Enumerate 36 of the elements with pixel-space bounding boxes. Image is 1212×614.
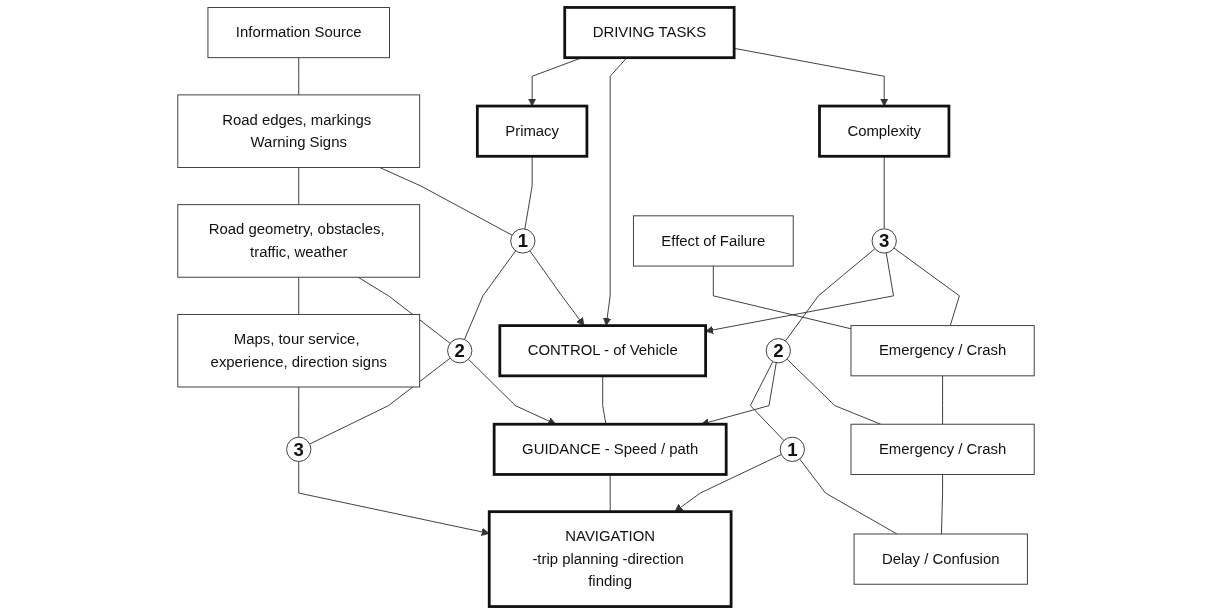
connector xyxy=(298,57,300,96)
node-circle: 3 xyxy=(871,228,897,254)
connector xyxy=(298,167,300,206)
connector xyxy=(749,361,785,442)
connector xyxy=(940,474,944,535)
node-box: Maps, tour service, experience, direction signs xyxy=(177,313,421,388)
connector xyxy=(379,167,513,236)
connector xyxy=(357,276,451,344)
connector xyxy=(602,375,607,425)
node-box: Emergency / Crash xyxy=(850,423,1035,475)
node-box: Information Source xyxy=(207,6,390,59)
connector xyxy=(786,358,882,425)
connector xyxy=(893,247,960,327)
node-box: Complexity xyxy=(818,104,951,158)
node-box: DRIVING TASKS xyxy=(563,6,736,60)
connector xyxy=(464,250,517,340)
node-box: Emergency / Crash xyxy=(850,325,1035,377)
connector xyxy=(298,276,300,315)
node-box: Road edges, markings Warning Signs xyxy=(177,94,421,168)
node-circle: 2 xyxy=(765,338,791,364)
connector xyxy=(785,248,876,342)
connector xyxy=(712,265,852,330)
node-circle: 3 xyxy=(286,436,312,462)
node-circle: 2 xyxy=(447,338,473,364)
node-box: Road geometry, obstacles, traffic, weather xyxy=(177,204,421,278)
node-box: Primacy xyxy=(475,104,589,158)
node-circle: 1 xyxy=(779,436,805,462)
node-box: Effect of Failure xyxy=(632,215,794,267)
node-box: GUIDANCE - Speed / path xyxy=(492,422,728,476)
connector xyxy=(298,386,300,438)
node-box: Delay / Confusion xyxy=(853,533,1028,585)
node-box: CONTROL - of Vehicle xyxy=(498,324,707,378)
node-circle: 1 xyxy=(510,228,536,254)
connector xyxy=(309,357,451,445)
node-box: NAVIGATION -trip planning -direction finding xyxy=(487,510,733,608)
connector xyxy=(942,375,944,425)
